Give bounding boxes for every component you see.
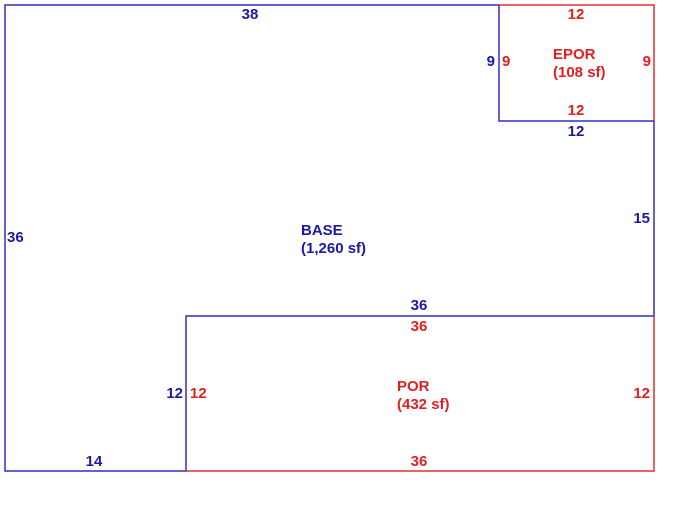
epor-dim-right: 9 — [643, 53, 651, 70]
epor-dim-bottom: 12 — [568, 102, 585, 119]
base-dim-step-vertical: 12 — [166, 385, 183, 402]
epor-dim-left: 9 — [502, 53, 510, 70]
epor-dim-top: 12 — [568, 6, 585, 23]
base-dim-epor-left: 9 — [487, 53, 495, 70]
base-dim-right: 15 — [633, 210, 650, 227]
por-dim-bottom: 36 — [411, 453, 428, 470]
por-dim-left: 12 — [190, 385, 207, 402]
base-name-label: BASE — [301, 222, 343, 239]
base-dim-left: 36 — [7, 229, 24, 246]
base-dim-bottom: 14 — [86, 453, 103, 470]
epor-outline — [499, 4, 655, 121]
base-dim-step-horizontal: 36 — [411, 297, 428, 314]
por-area-label: (432 sf) — [397, 396, 450, 413]
base-dim-epor-bottom: 12 — [568, 123, 585, 140]
por-outline — [186, 316, 655, 472]
por-dim-right: 12 — [633, 385, 650, 402]
epor-area-label: (108 sf) — [553, 64, 606, 81]
epor-name-label: EPOR — [553, 46, 596, 63]
por-dim-top: 36 — [411, 318, 428, 335]
base-dim-top: 38 — [242, 6, 259, 23]
base-area-label: (1,260 sf) — [301, 240, 366, 257]
por-name-label: POR — [397, 378, 430, 395]
